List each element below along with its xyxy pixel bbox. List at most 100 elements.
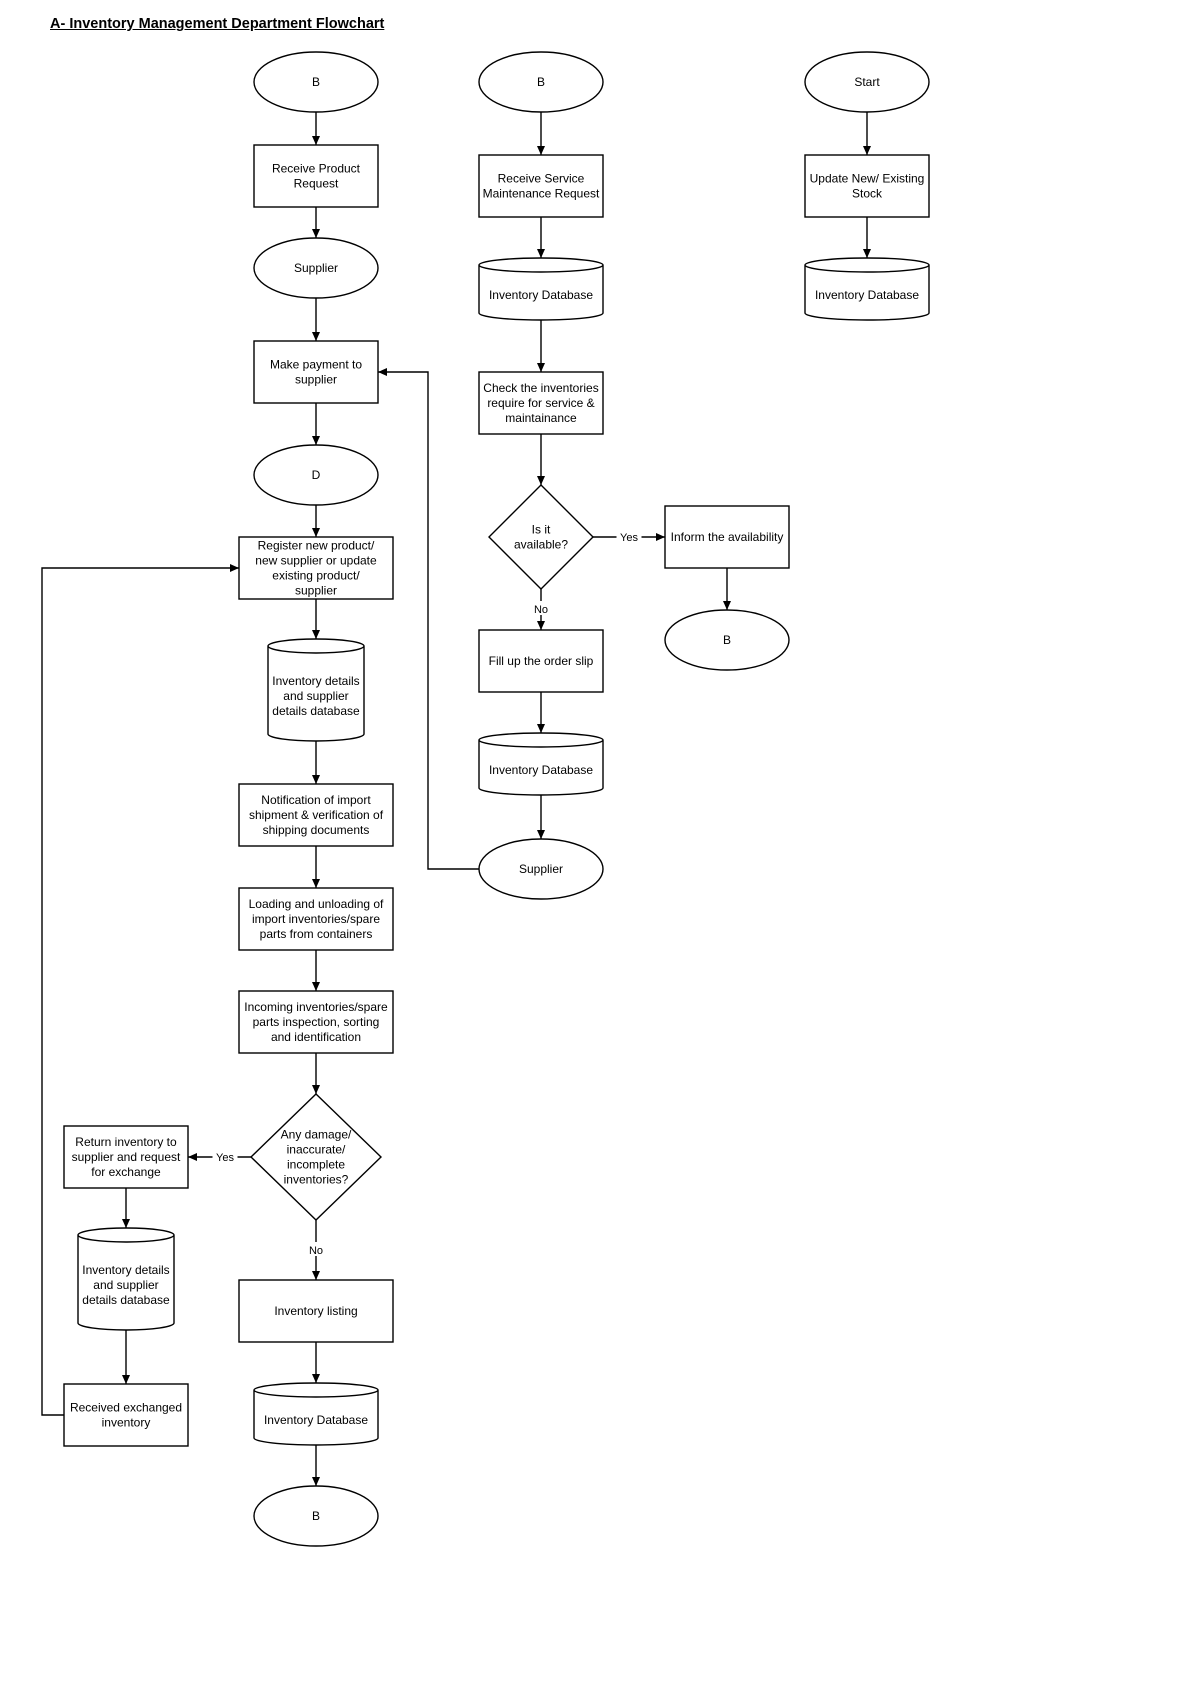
terminal-oval: [253, 51, 379, 113]
inventory-database-listing: Inventory Database: [253, 1382, 379, 1446]
terminal-oval: [664, 609, 790, 671]
supplier-terminal-left: Supplier: [253, 237, 379, 299]
node-label-line: Receive Product: [272, 162, 361, 176]
page-title: A- Inventory Management Department Flowc…: [50, 16, 385, 32]
node-label-line: Inform the availability: [671, 530, 784, 544]
node-label-line: shipment & verification of: [249, 808, 384, 822]
node-label-line: Check the inventories: [483, 381, 598, 395]
connector-b-bottom: B: [253, 1485, 379, 1547]
edge-label-yes: Yes: [216, 1152, 234, 1164]
decision-diamond: [488, 484, 594, 590]
node-label-line: B: [312, 1509, 320, 1523]
terminal-oval: [478, 51, 604, 113]
node-label-line: inaccurate/: [287, 1143, 346, 1157]
edge-label-background: [212, 1149, 238, 1163]
node-label-line: Register new product/: [258, 539, 375, 553]
process-box: [238, 536, 394, 600]
node-label-line: supplier and request: [72, 1150, 181, 1164]
supplier-terminal-middle: Supplier: [478, 838, 604, 900]
process-box: [478, 371, 604, 435]
node-label-line: Return inventory to: [75, 1135, 177, 1149]
database-cylinder: [253, 1382, 379, 1446]
inventory-listing-step: Inventory listing: [238, 1279, 394, 1343]
process-box: [664, 505, 790, 569]
node-label-line: require for service &: [487, 396, 594, 410]
inform-availability-step: Inform the availability: [664, 505, 790, 569]
node-label-line: details database: [82, 1293, 170, 1307]
node-label-line: Supplier: [519, 862, 563, 876]
database-cylinder: [478, 732, 604, 796]
node-label-line: maintainance: [505, 411, 577, 425]
node-label-line: Fill up the order slip: [489, 654, 594, 668]
register-product-step: Register new product/new supplier or upd…: [238, 536, 394, 600]
node-label-line: Make payment to: [270, 358, 362, 372]
node-label-line: Start: [854, 75, 880, 89]
terminal-oval: [478, 838, 604, 900]
node-label-line: for exchange: [91, 1165, 161, 1179]
decision-diamond: [249, 1093, 383, 1221]
node-label-line: inventory: [102, 1416, 151, 1430]
node-label-line: B: [312, 75, 320, 89]
node-label-line: parts from containers: [260, 927, 373, 941]
node-label-line: Maintenance Request: [483, 187, 600, 201]
node-label-line: B: [723, 633, 731, 647]
node-label-line: B: [537, 75, 545, 89]
node-label-line: Inventory details: [82, 1263, 169, 1277]
node-label-line: Is it: [532, 523, 551, 537]
connector-d: D: [253, 444, 379, 506]
database-cylinder: [267, 638, 365, 742]
edge-label-no: No: [309, 1245, 323, 1257]
edge-supplier-mid-to-make-payment: [378, 368, 479, 870]
node-label-line: existing product/: [272, 569, 360, 583]
node-label-line: Inventory listing: [274, 1304, 357, 1318]
process-box: [238, 1279, 394, 1343]
process-box: [478, 154, 604, 218]
edge-label-background: [532, 601, 550, 615]
node-label-line: Supplier: [294, 261, 338, 275]
connector-b-right: B: [664, 609, 790, 671]
process-box: [804, 154, 930, 218]
node-label-line: parts inspection, sorting: [253, 1015, 380, 1029]
edge-label-no: No: [534, 604, 548, 616]
node-label-line: and supplier: [283, 689, 348, 703]
node-label-line: Stock: [852, 187, 883, 201]
process-box: [253, 340, 379, 404]
process-box: [238, 783, 394, 847]
inventory-database-middle-2: Inventory Database: [478, 732, 604, 796]
node-label-line: supplier: [295, 373, 337, 387]
node-label-line: supplier: [295, 584, 337, 598]
node-label-line: and supplier: [93, 1278, 158, 1292]
edges-layer: [41, 112, 871, 1486]
node-label-line: shipping documents: [263, 823, 370, 837]
process-box: [238, 990, 394, 1054]
node-label-line: Request: [294, 177, 339, 191]
node-label-line: Inventory Database: [264, 1413, 368, 1427]
damage-decision: Any damage/inaccurate/incompleteinventor…: [249, 1093, 383, 1221]
node-label-line: Inventory details: [272, 674, 359, 688]
inventory-database-middle-1: Inventory Database: [478, 257, 604, 321]
edge-label-background: [307, 1242, 325, 1256]
node-label-line: Inventory Database: [815, 288, 919, 302]
terminal-oval: [804, 51, 930, 113]
node-label-line: import inventories/spare: [252, 912, 380, 926]
database-cylinder: [77, 1227, 175, 1331]
connector-b-top-middle: B: [478, 51, 604, 113]
node-label-line: D: [312, 468, 321, 482]
process-box: [238, 887, 394, 951]
process-box: [478, 629, 604, 693]
process-box: [253, 144, 379, 208]
node-label-line: incomplete: [287, 1158, 345, 1172]
node-label-line: inventories?: [284, 1173, 349, 1187]
node-label-line: Receive Service: [498, 172, 585, 186]
node-label-line: and identification: [271, 1030, 361, 1044]
